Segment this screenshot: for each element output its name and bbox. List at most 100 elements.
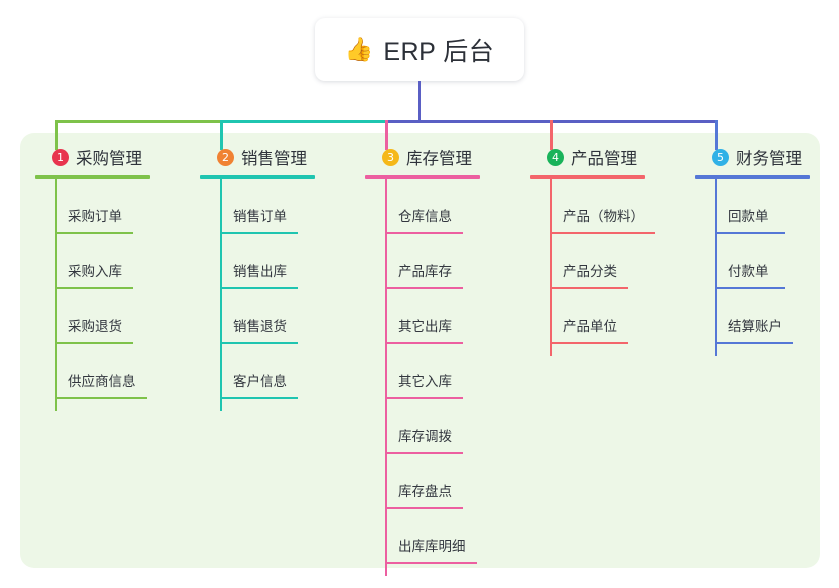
bus-segment-3: [385, 120, 553, 123]
leaf-list: 采购订单采购入库采购退货供应商信息: [35, 179, 150, 411]
leaf-rule: [55, 342, 133, 344]
leaf-rule: [55, 397, 147, 399]
leaf-list: 仓库信息产品库存其它出库其它入库库存调拨库存盘点出库库明细: [365, 179, 480, 576]
leaf-item[interactable]: 销售出库: [200, 234, 315, 289]
leaf-rule: [385, 507, 463, 509]
leaf-label: 采购退货: [68, 319, 122, 334]
leaf-rule: [385, 342, 463, 344]
leaf-rule: [55, 232, 133, 234]
leaf-rule: [220, 397, 298, 399]
leaf-rule: [385, 562, 477, 564]
column-title: 产品管理: [571, 150, 637, 168]
leaf-label: 销售退货: [233, 319, 287, 334]
leaf-list: 销售订单销售出库销售退货客户信息: [200, 179, 315, 411]
leaf-item[interactable]: 采购退货: [35, 289, 150, 344]
leaf-item[interactable]: 出库库明细: [365, 509, 480, 564]
leaf-item[interactable]: 产品分类: [530, 234, 645, 289]
leaf-label: 客户信息: [233, 374, 287, 389]
column-3: 3 库存管理仓库信息产品库存其它出库其它入库库存调拨库存盘点出库库明细: [365, 144, 480, 576]
leaf-list: 产品（物料） 产品分类产品单位: [530, 179, 655, 356]
column-stem: [715, 179, 717, 356]
column-stem: [55, 179, 57, 411]
number-badge-icon: 3: [382, 148, 399, 166]
column-header-rule: [695, 175, 810, 179]
leaf-label: 结算账户: [728, 319, 782, 334]
leaf-item[interactable]: 库存调拨: [365, 399, 480, 454]
leaf-label: 产品分类: [563, 264, 617, 279]
leaf-item[interactable]: 其它出库: [365, 289, 480, 344]
column-header-rule: [530, 175, 645, 179]
leaf-label: 库存盘点: [398, 484, 452, 499]
column-stem: [220, 179, 222, 411]
column-title: 库存管理: [406, 150, 472, 168]
thumbs-up-icon: 👍: [344, 36, 374, 62]
leaf-item[interactable]: 采购订单: [35, 179, 150, 234]
bus-segment-2: [220, 120, 388, 123]
leaf-item[interactable]: 产品单位: [530, 289, 645, 344]
leaf-item[interactable]: 付款单: [695, 234, 810, 289]
column-header-4[interactable]: 4 产品管理: [530, 144, 645, 170]
leaf-rule: [550, 342, 628, 344]
root-node[interactable]: 👍 ERP 后台: [315, 18, 524, 81]
leaf-item[interactable]: 客户信息: [200, 344, 315, 399]
leaf-item[interactable]: 回款单: [695, 179, 810, 234]
leaf-rule: [385, 287, 463, 289]
leaf-rule: [55, 287, 133, 289]
leaf-rule: [385, 452, 463, 454]
leaf-list: 回款单付款单结算账户: [695, 179, 810, 356]
number-badge-icon: 5: [712, 148, 729, 166]
leaf-item[interactable]: 产品库存: [365, 234, 480, 289]
column-header-rule: [200, 175, 315, 179]
branch-drop-2: [220, 120, 223, 150]
diagram-panel: [20, 133, 820, 568]
root-title: ERP 后台: [383, 37, 495, 66]
column-header-3[interactable]: 3 库存管理: [365, 144, 480, 170]
column-header-rule: [35, 175, 150, 179]
leaf-item[interactable]: 采购入库: [35, 234, 150, 289]
leaf-item[interactable]: 仓库信息: [365, 179, 480, 234]
leaf-item[interactable]: 销售订单: [200, 179, 315, 234]
leaf-label: 采购订单: [68, 209, 122, 224]
leaf-label: 销售订单: [233, 209, 287, 224]
leaf-item[interactable]: 库存盘点: [365, 454, 480, 509]
leaf-label: 产品库存: [398, 264, 452, 279]
leaf-item[interactable]: 供应商信息: [35, 344, 150, 399]
bus-segment-1: [55, 120, 223, 123]
leaf-label: 产品单位: [563, 319, 617, 334]
column-stem: [550, 179, 552, 356]
leaf-rule: [715, 232, 785, 234]
number-badge-icon: 4: [547, 148, 564, 166]
leaf-label: 产品（物料）: [563, 209, 644, 224]
leaf-rule: [220, 287, 298, 289]
leaf-label: 仓库信息: [398, 209, 452, 224]
leaf-label: 采购入库: [68, 264, 122, 279]
branch-drop-5: [715, 120, 718, 150]
number-badge-icon: 2: [217, 148, 234, 166]
leaf-label: 回款单: [728, 209, 769, 224]
leaf-rule: [220, 342, 298, 344]
leaf-item[interactable]: 销售退货: [200, 289, 315, 344]
leaf-label: 库存调拨: [398, 429, 452, 444]
branch-drop-4: [550, 120, 553, 150]
branch-drop-3: [385, 120, 388, 150]
leaf-rule: [385, 232, 463, 234]
number-badge-icon: 1: [52, 148, 69, 166]
leaf-rule: [715, 342, 793, 344]
bus-segment-4: [550, 120, 718, 123]
leaf-item[interactable]: 产品（物料）: [530, 179, 655, 234]
leaf-item[interactable]: 结算账户: [695, 289, 810, 344]
leaf-item[interactable]: 其它入库: [365, 344, 480, 399]
leaf-label: 付款单: [728, 264, 769, 279]
leaf-rule: [550, 232, 655, 234]
root-drop-connector: [418, 81, 421, 123]
leaf-rule: [550, 287, 628, 289]
column-4: 4 产品管理产品（物料） 产品分类产品单位: [530, 144, 655, 356]
column-stem: [385, 179, 387, 576]
